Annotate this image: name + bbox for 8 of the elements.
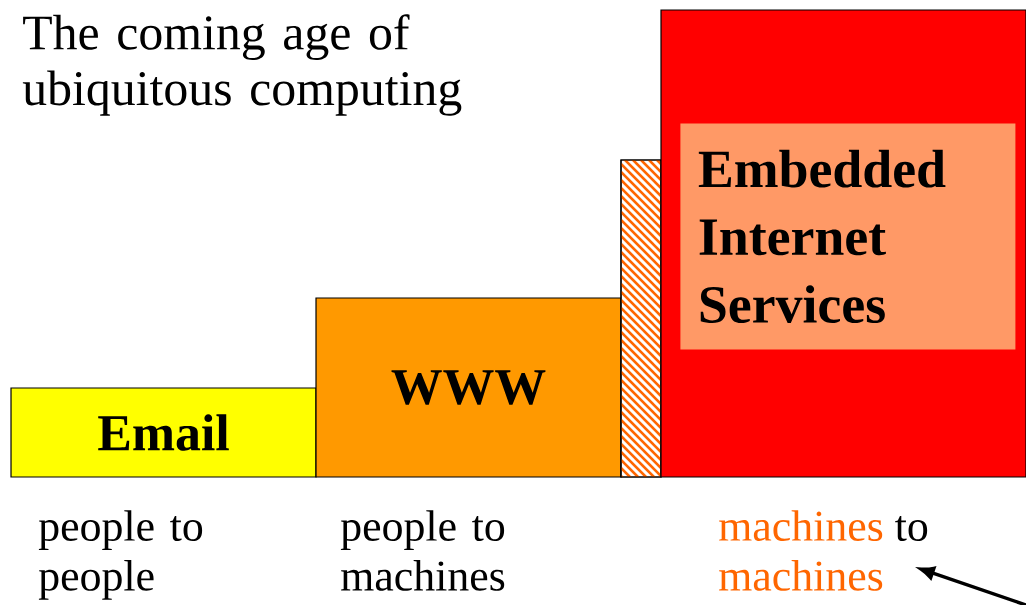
hatched-bar — [620, 159, 662, 478]
services-label-box: Embedded Internet Services — [680, 123, 1016, 350]
title: The coming age of ubiquitous computing — [22, 14, 462, 116]
caption-text: people to people — [38, 510, 203, 600]
email-box: Email — [10, 387, 317, 478]
caption-text: machines to machines — [719, 510, 928, 591]
caption-text: people to machines — [340, 510, 505, 591]
www-box: WWW — [315, 297, 622, 478]
